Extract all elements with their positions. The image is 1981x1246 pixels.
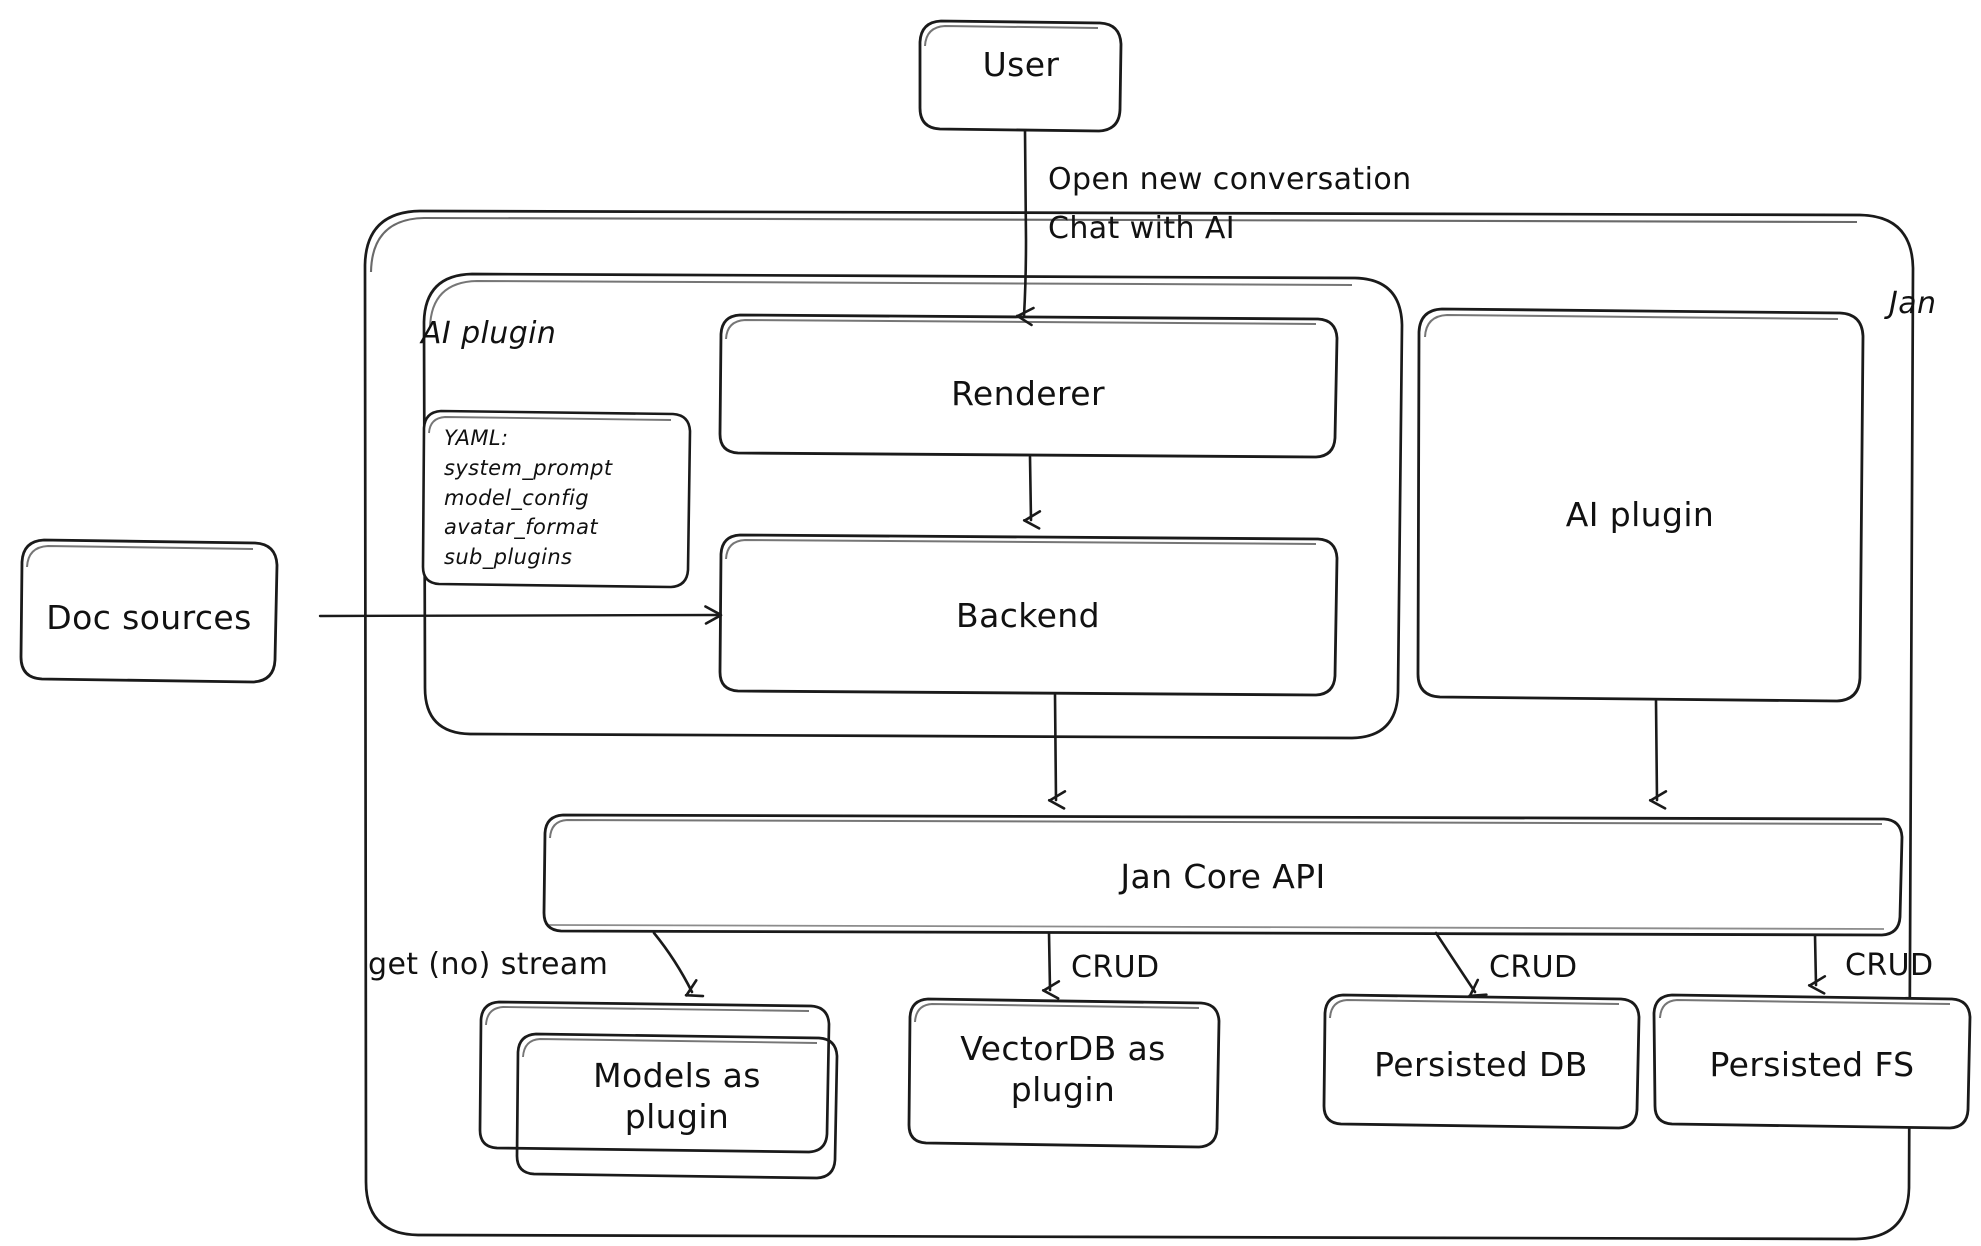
edge-user-to-renderer — [1015, 129, 1035, 327]
node-backend-shape — [718, 533, 1339, 697]
node-persisted-db-shape — [1322, 993, 1641, 1130]
edge-core-to-vectordb — [1041, 931, 1061, 1000]
node-doc-sources-shape — [19, 538, 279, 684]
node-user-shape — [918, 19, 1123, 133]
edge-core-to-persisted-db — [1434, 931, 1488, 998]
node-renderer-shape — [718, 313, 1339, 459]
node-yaml-box-shape — [421, 409, 692, 589]
node-models-plugin-shape — [478, 1000, 839, 1180]
edge-backend-to-jan-core-api — [1047, 693, 1067, 810]
node-vectordb-plugin-shape — [907, 997, 1221, 1149]
node-jan-core-api-shape — [542, 813, 1904, 937]
edge-ai-plugin-to-jan-core-api — [1648, 699, 1668, 810]
edge-core-to-models — [652, 931, 705, 998]
node-ai-plugin-right-shape — [1416, 307, 1865, 703]
node-persisted-fs-shape — [1652, 993, 1972, 1130]
edge-backend-to-doc-sources — [318, 605, 723, 625]
edge-core-to-persisted-fs — [1807, 933, 1827, 995]
edge-renderer-to-backend — [1022, 455, 1042, 530]
